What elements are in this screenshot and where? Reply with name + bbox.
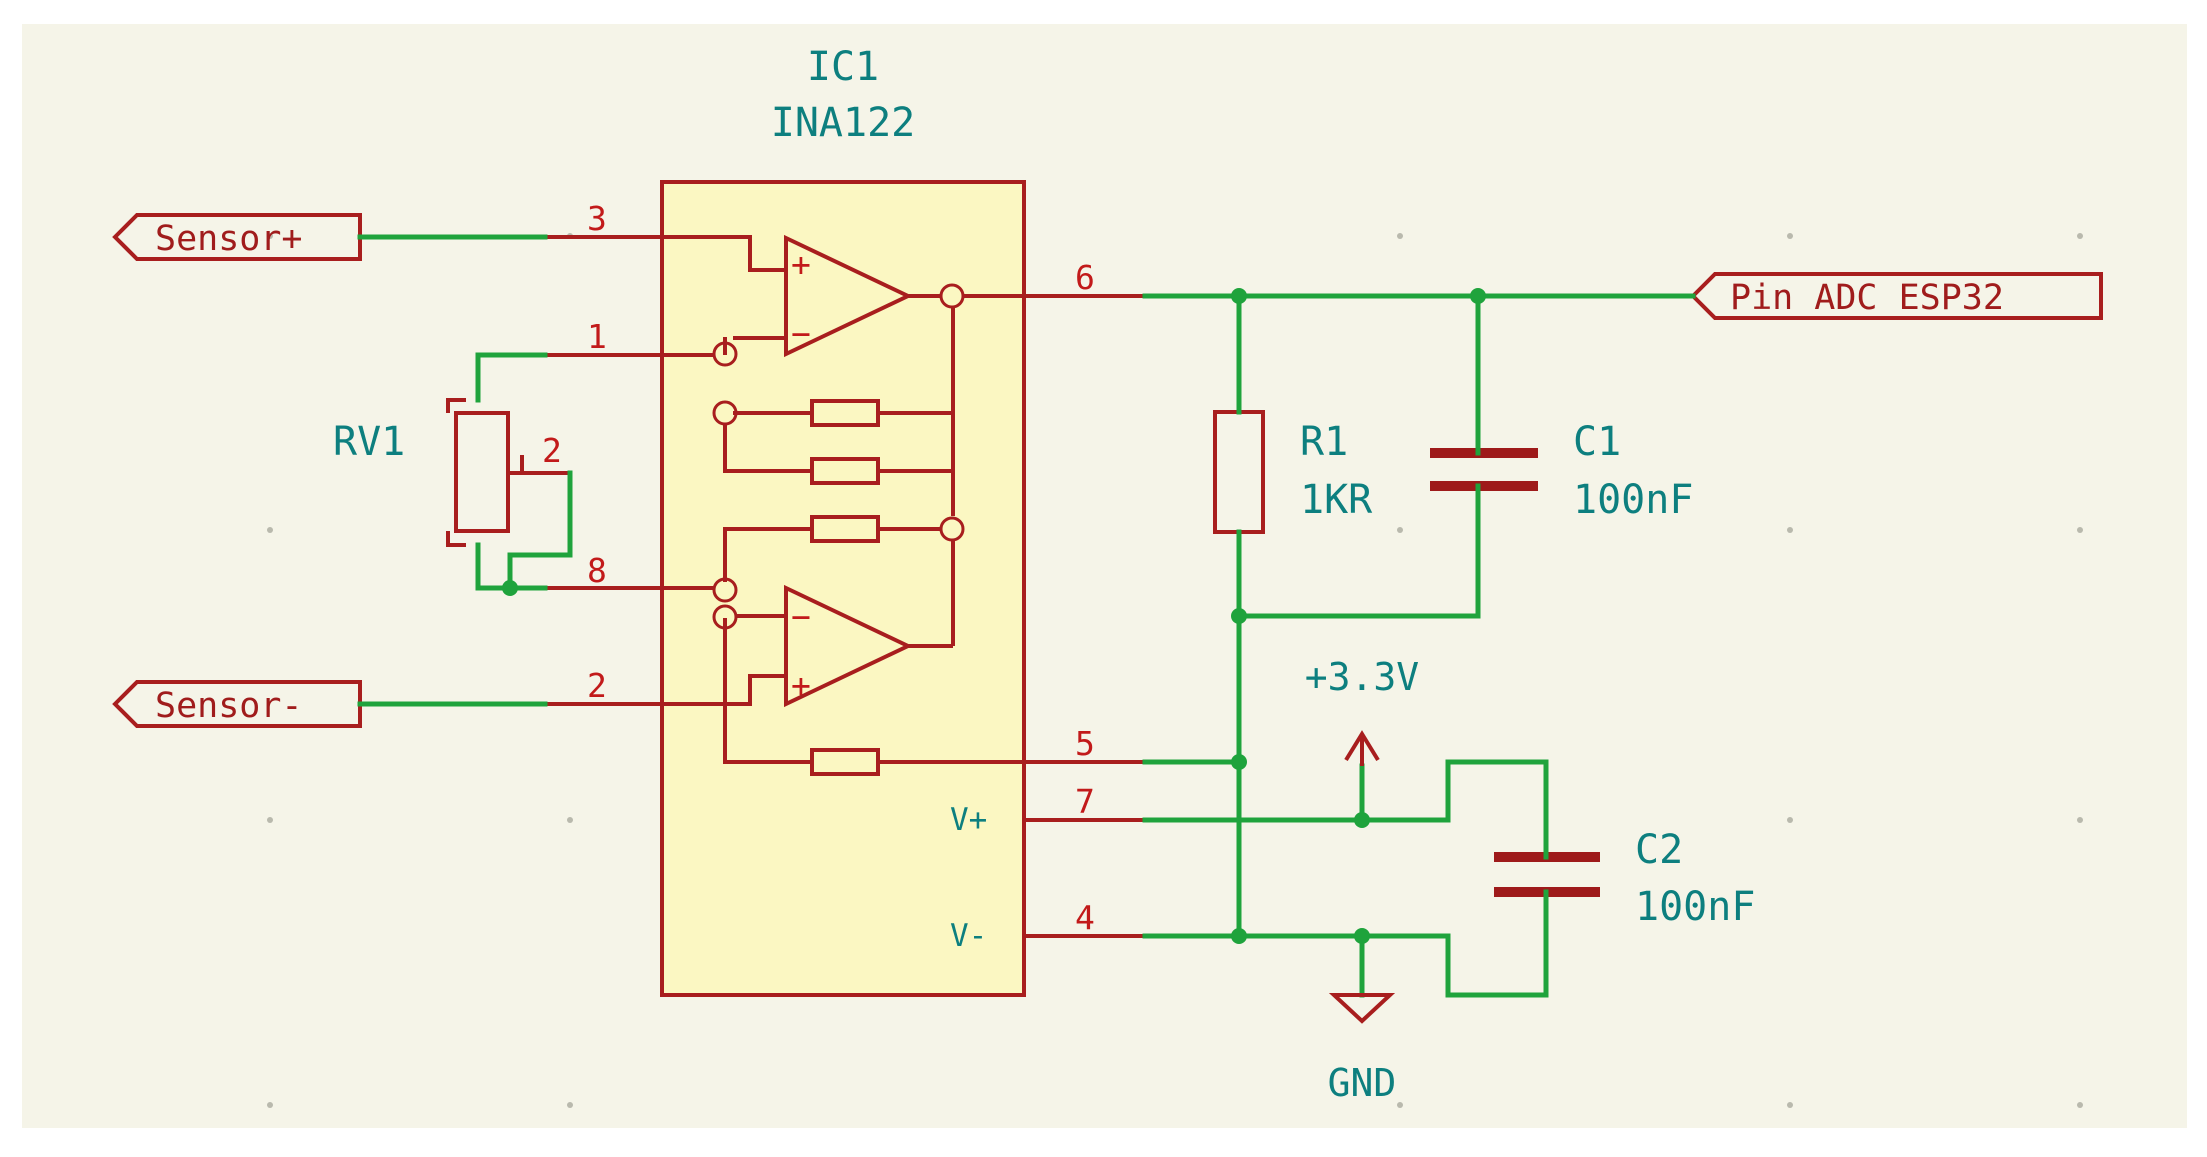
rv1-reference: RV1 — [333, 419, 405, 465]
ic1-value: INA122 — [771, 100, 916, 146]
junctions — [502, 288, 1486, 944]
ic1-pin-7: 7 — [1075, 782, 1095, 821]
ic1-pin-4: 4 — [1075, 898, 1095, 937]
ic1-pin-8: 8 — [587, 551, 607, 590]
c1-value: 100nF — [1573, 477, 1693, 523]
label-sensor-plus-text: Sensor+ — [155, 219, 303, 259]
c2-capacitor[interactable]: C2 100nF — [1494, 827, 1755, 930]
vcc-label: +3.3V — [1305, 655, 1419, 699]
ic1-pin-5: 5 — [1075, 724, 1095, 763]
ic1-pin-3: 3 — [587, 199, 607, 238]
opamp-top-minus-sign: − — [791, 314, 811, 353]
opamp-bottom-minus-sign: − — [791, 597, 811, 636]
rv1-pin-2: 2 — [542, 431, 562, 470]
power-gnd[interactable]: GND — [1328, 993, 1397, 1105]
ic1-pin-6: 6 — [1075, 258, 1095, 297]
sheet-background — [22, 24, 2187, 1128]
ic1-internal-wiring — [662, 235, 1024, 764]
ic1-body — [660, 180, 1026, 997]
ic1-internal-resistors — [810, 399, 880, 776]
label-pin-adc-esp32[interactable]: Pin ADC ESP32 — [1690, 272, 2103, 320]
ic1-pin-2: 2 — [587, 666, 607, 705]
ic1-pin-name-vplus: V+ — [950, 802, 987, 838]
ic1-reference: IC1 — [807, 44, 879, 90]
opamp-bottom-plus-sign: + — [791, 666, 811, 705]
gnd-triangle-icon — [1328, 993, 1396, 1024]
grid-dots — [267, 233, 2083, 1108]
c1-reference: C1 — [1573, 419, 1621, 465]
ic1-pin-bubbles — [712, 283, 965, 630]
label-adc-outline — [1690, 272, 2103, 320]
opamp-bottom — [784, 584, 913, 708]
rv1-pin3-mark — [446, 531, 466, 547]
opamp-top-plus-sign: + — [791, 245, 811, 284]
label-adc-text: Pin ADC ESP32 — [1730, 278, 2004, 318]
c2-value: 100nF — [1635, 884, 1755, 930]
c2-reference: C2 — [1635, 827, 1683, 873]
opamp-top — [784, 234, 913, 358]
r1-value: 1KR — [1300, 477, 1373, 523]
rv1-trimmer[interactable]: 2 RV1 — [333, 398, 570, 547]
ic1-ina122[interactable]: + − − + — [545, 44, 1145, 997]
r1-reference: R1 — [1300, 419, 1348, 465]
ic1-pin-name-vminus: V- — [950, 918, 987, 954]
c1-capacitor[interactable]: C1 100nF — [1430, 419, 1693, 523]
rv1-pin1-mark — [446, 398, 466, 413]
ic1-pin-1: 1 — [587, 317, 607, 356]
power-vcc-3v3[interactable]: +3.3V — [1305, 655, 1419, 766]
r1-resistor[interactable]: R1 1KR — [1213, 410, 1373, 534]
ic1-pin-stubs — [545, 235, 1145, 938]
gnd-label: GND — [1328, 1061, 1397, 1105]
label-sensor-minus-text: Sensor- — [155, 686, 303, 726]
